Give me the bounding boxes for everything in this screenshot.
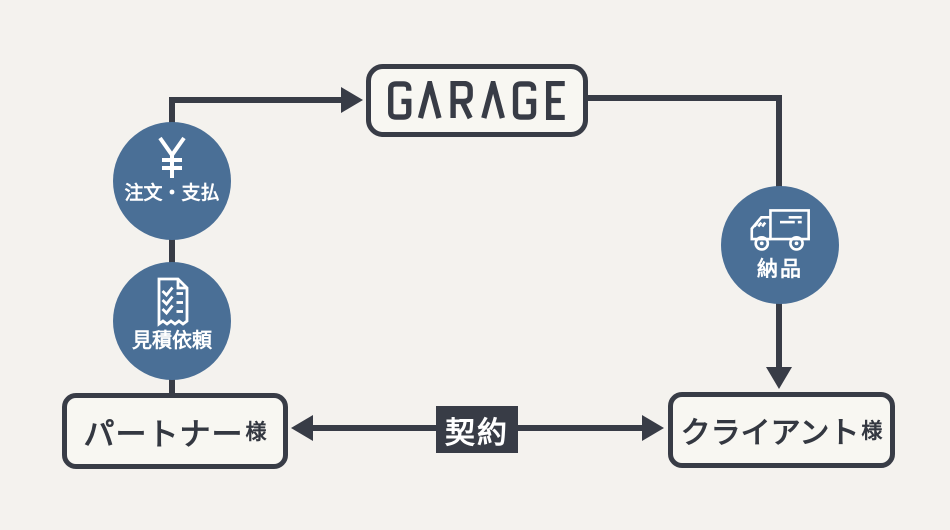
partner-honorific: 様 xyxy=(245,421,267,444)
step-delivery-label: 納品 xyxy=(757,258,803,281)
delivery-truck-icon xyxy=(750,209,810,251)
contract-label: 契約 xyxy=(436,406,518,453)
connector-order-to-garage-vertical xyxy=(169,97,175,132)
client-node: クライアント様 xyxy=(668,392,895,468)
connector-order-to-quote xyxy=(169,236,175,266)
connector-order-to-garage-horizontal xyxy=(169,97,345,103)
garage-node xyxy=(366,64,588,137)
connector-garage-to-client-horizontal xyxy=(586,95,782,101)
document-checklist-icon xyxy=(157,277,189,327)
garage-logo xyxy=(388,81,565,120)
client-name: クライアント xyxy=(680,417,860,450)
arrowhead-into-client-icon xyxy=(766,367,792,389)
yen-icon xyxy=(158,136,186,178)
arrowhead-into-partner-icon xyxy=(291,415,313,441)
arrowhead-into-client-right-icon xyxy=(642,415,664,441)
step-delivery: 納品 xyxy=(721,186,839,304)
client-honorific: 様 xyxy=(861,420,883,443)
step-order-payment: 注文・支払 xyxy=(113,122,231,240)
partner-node: パートナー様 xyxy=(62,393,288,469)
partner-name: パートナー xyxy=(83,416,244,452)
step-quote-request: 見積依頼 xyxy=(113,262,231,380)
connector-quote-to-partner xyxy=(169,376,175,396)
step-order-payment-label: 注文・支払 xyxy=(124,183,220,204)
step-quote-request-label: 見積依頼 xyxy=(132,330,212,352)
arrowhead-into-garage-icon xyxy=(341,87,363,113)
